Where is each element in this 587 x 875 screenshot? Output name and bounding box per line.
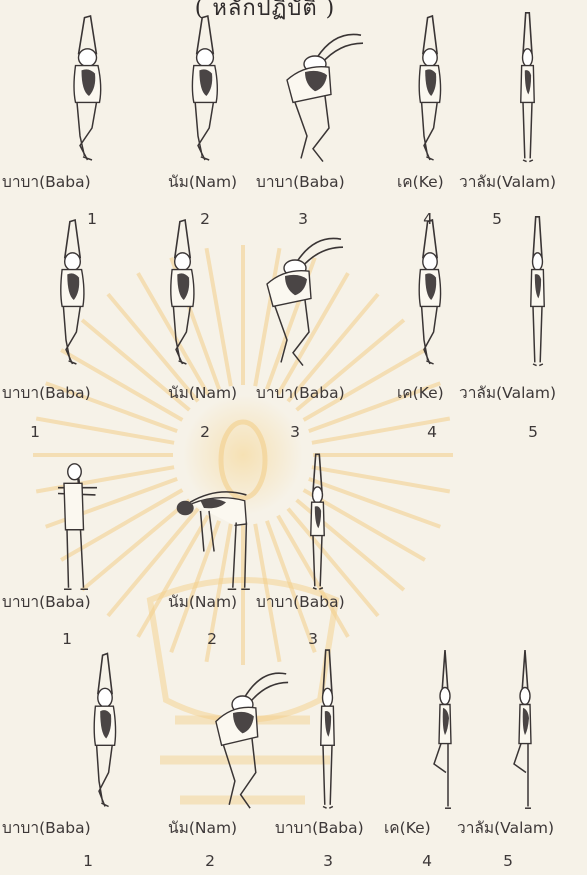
step-number: 4 bbox=[427, 423, 437, 441]
step-label: บาบา(Baba) bbox=[256, 593, 345, 611]
step-number: 3 bbox=[323, 852, 333, 870]
pose-figure-arms-up-lean-back bbox=[245, 212, 345, 372]
step-label: บาบา(Baba) bbox=[2, 819, 91, 837]
pose-figure-arms-up-bent-knee bbox=[400, 8, 460, 168]
step-label: วาลัม(Valam) bbox=[459, 384, 556, 402]
step-label: เค(Ke) bbox=[397, 384, 444, 402]
pose-figure-arms-up-bent-knee bbox=[400, 212, 460, 372]
step-number: 5 bbox=[503, 852, 513, 870]
step-number: 5 bbox=[492, 210, 502, 228]
pose-figure-arms-up-straight bbox=[515, 212, 560, 372]
step-number: 2 bbox=[205, 852, 215, 870]
pose-figure-one-leg-raised bbox=[500, 645, 550, 815]
step-label: บาบา(Baba) bbox=[2, 593, 91, 611]
step-label: บาบา(Baba) bbox=[2, 173, 91, 191]
pose-figure-arms-up-bent-knee bbox=[50, 8, 125, 168]
pose-figure-arms-up-bent-knee bbox=[150, 212, 215, 372]
step-label: วาลัม(Valam) bbox=[459, 173, 556, 191]
pose-figure-arms-up-bent-knee bbox=[170, 8, 240, 168]
step-label: เค(Ke) bbox=[384, 819, 431, 837]
step-label: นัม(Nam) bbox=[168, 384, 237, 402]
step-label: นัม(Nam) bbox=[168, 173, 237, 191]
step-number: 1 bbox=[30, 423, 40, 441]
step-label: นัม(Nam) bbox=[168, 819, 237, 837]
step-number: 1 bbox=[83, 852, 93, 870]
step-label: บาบา(Baba) bbox=[275, 819, 364, 837]
step-label: บาบา(Baba) bbox=[256, 173, 345, 191]
pose-figure-forward-bend bbox=[175, 450, 260, 595]
pose-figure-arms-up-lean-back bbox=[195, 645, 290, 815]
pose-figure-arms-up-straight bbox=[505, 8, 550, 168]
step-label: บาบา(Baba) bbox=[2, 384, 91, 402]
step-label: นัม(Nam) bbox=[168, 593, 237, 611]
pose-figure-arms-up-straight bbox=[295, 450, 340, 595]
step-number: 5 bbox=[528, 423, 538, 441]
pose-figure-arms-up-lean-back bbox=[265, 8, 365, 168]
step-number: 2 bbox=[200, 423, 210, 441]
pose-figure-arms-forward bbox=[25, 450, 100, 595]
step-number: 1 bbox=[62, 630, 72, 648]
step-label: บาบา(Baba) bbox=[256, 384, 345, 402]
step-number: 3 bbox=[290, 423, 300, 441]
pose-figure-arms-up-bent-knee bbox=[40, 212, 105, 372]
step-label: เค(Ke) bbox=[397, 173, 444, 191]
step-number: 4 bbox=[422, 852, 432, 870]
pose-figure-one-leg-raised bbox=[420, 645, 470, 815]
step-label: วาลัม(Valam) bbox=[457, 819, 554, 837]
pose-figure-arms-up-bent-knee bbox=[75, 645, 135, 815]
pose-figure-arms-up-straight bbox=[305, 645, 350, 815]
